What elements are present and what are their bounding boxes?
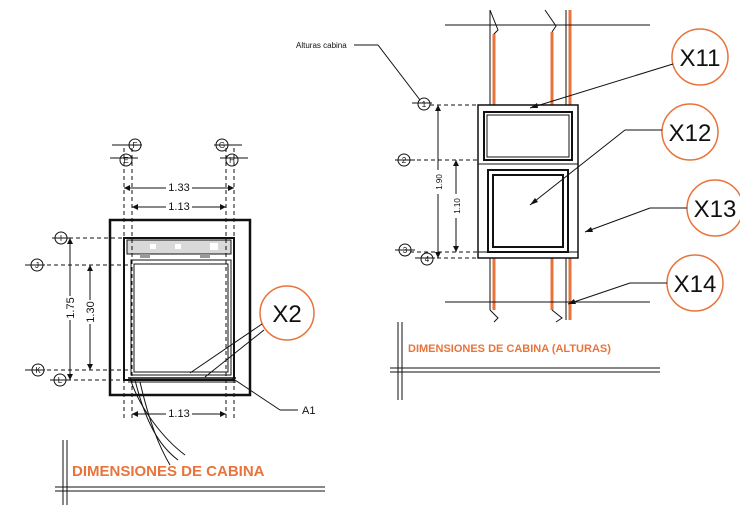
svg-text:X11: X11	[680, 45, 721, 72]
svg-text:Alturas cabina: Alturas cabina	[296, 41, 347, 50]
svg-text:I: I	[60, 234, 62, 243]
dim-height-outer: 1.75	[63, 238, 77, 380]
svg-text:1.10: 1.10	[453, 198, 462, 214]
dim-height-total: 1.90	[431, 105, 445, 258]
svg-text:1.90: 1.90	[435, 174, 444, 190]
svg-text:1.13: 1.13	[168, 201, 189, 213]
svg-text:3: 3	[403, 246, 408, 255]
svg-text:2: 2	[402, 156, 407, 165]
dim-width-inner: 1.13	[132, 200, 226, 213]
left-title: DIMENSIONES DE CABINA	[72, 463, 265, 480]
svg-text:1.33: 1.33	[168, 182, 189, 194]
svg-text:E: E	[123, 156, 128, 165]
svg-text:F: F	[133, 141, 138, 150]
grid-bubble-f: F	[112, 138, 142, 152]
door-inner	[492, 174, 564, 248]
right-title-block: DIMENSIONES DE CABINA (ALTURAS)	[390, 322, 660, 400]
tag-x14: X14	[567, 254, 724, 312]
shaft-wall-right	[544, 9, 572, 323]
tag-x13: X13	[584, 179, 740, 237]
grid-bubble-k: K	[25, 363, 45, 377]
tag-x12: X12	[529, 103, 719, 206]
level-bubble-4: 4	[415, 252, 435, 266]
tag-x2: X2	[189, 285, 315, 378]
heights-label: Alturas cabina	[296, 41, 421, 101]
svg-text:X2: X2	[272, 301, 301, 328]
svg-text:H: H	[229, 156, 235, 165]
door-detail	[175, 244, 181, 249]
level-bubble-1: 1	[412, 97, 432, 111]
transom-inner	[486, 114, 570, 158]
left-plan: F E G H I J K	[25, 138, 325, 505]
svg-text:1: 1	[422, 100, 427, 109]
svg-text:4: 4	[425, 255, 430, 264]
shaft-wall-left	[489, 9, 499, 323]
grid-bubble-g: G	[214, 138, 242, 152]
svg-text:G: G	[219, 141, 225, 150]
door-detail	[150, 244, 156, 249]
grid-bubble-h: H	[220, 153, 248, 167]
dim-height-inner: 1.30	[83, 265, 97, 370]
right-section: 1 2 3 4 Alturas cabina 1.90	[296, 9, 740, 400]
right-title: DIMENSIONES DE CABINA (ALTURAS)	[408, 343, 611, 355]
svg-text:X13: X13	[694, 196, 737, 223]
svg-text:1.13: 1.13	[168, 408, 189, 420]
door-foot	[200, 254, 210, 258]
left-title-block: DIMENSIONES DE CABINA	[55, 440, 325, 505]
dim-width-outer: 1.33	[124, 181, 234, 194]
svg-text:X14: X14	[674, 271, 717, 298]
car-floor	[130, 259, 232, 376]
svg-text:J: J	[35, 261, 39, 270]
tag-x11: X11	[529, 28, 729, 109]
car-floor-inner	[133, 263, 229, 373]
level-bubble-3: 3	[395, 243, 415, 257]
svg-text:K: K	[35, 366, 41, 375]
level-bubble-2: 2	[395, 153, 415, 167]
svg-text:1.75: 1.75	[65, 297, 77, 318]
transom-panel	[483, 111, 573, 161]
svg-text:A1: A1	[302, 405, 315, 417]
door-foot	[140, 254, 150, 258]
tag-a1: A1	[129, 377, 315, 466]
grid-bubble-i: I	[52, 231, 72, 245]
dim-width-bottom: 1.13	[132, 407, 226, 420]
dim-height-door: 1.10	[449, 160, 463, 252]
cabin-inner-wall	[123, 237, 235, 381]
cabin-outer-wall	[108, 218, 252, 397]
svg-text:L: L	[58, 376, 63, 385]
cabin-elevation	[477, 104, 579, 259]
grid-bubble-l: L	[50, 373, 70, 387]
door-detail	[210, 243, 218, 250]
grid-bubble-j: J	[25, 258, 45, 272]
svg-text:1.30: 1.30	[85, 301, 97, 322]
grid-bubble-e: E	[110, 153, 138, 167]
door-opening	[487, 169, 569, 253]
svg-text:X12: X12	[669, 120, 712, 147]
